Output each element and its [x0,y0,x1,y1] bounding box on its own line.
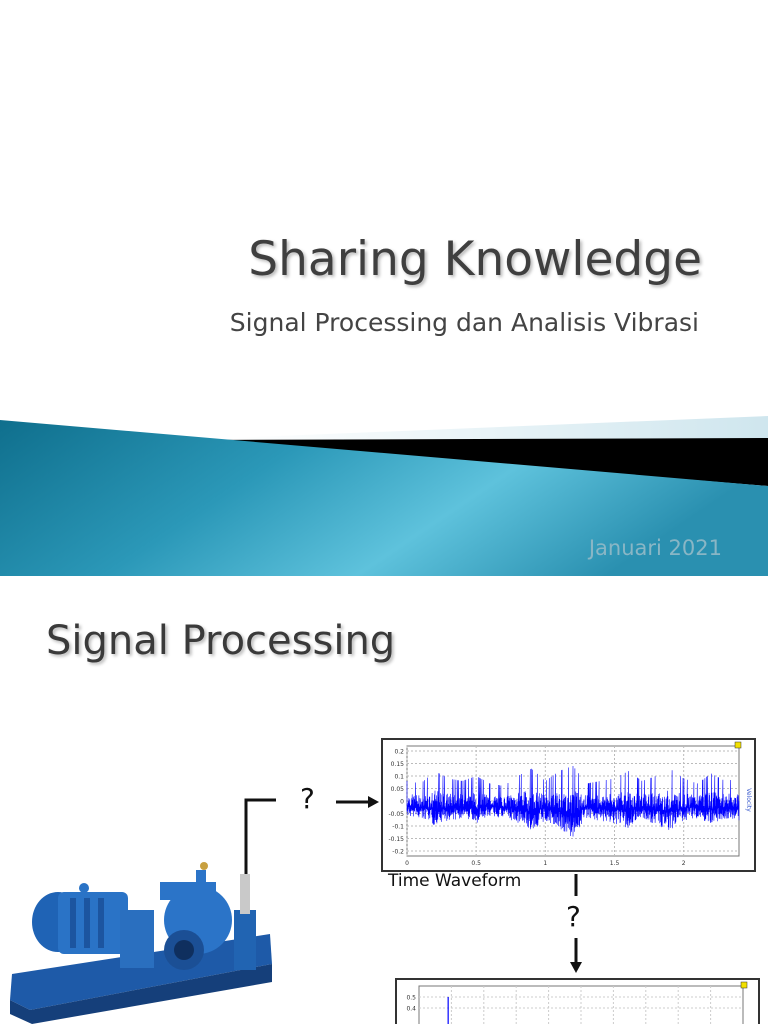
slide-date: Januari 2021 [588,536,722,560]
y-tick-label: -0.15 [388,836,404,843]
banner-light-strip [230,416,768,442]
y-tick-label: 0.15 [391,761,405,768]
x-tick-label: 1 [543,860,547,867]
spectrum-chart: 0.5 0.4 [395,978,760,1024]
question-mark-2: ? [566,900,581,933]
x-tick-label: 2 [682,860,686,867]
waveform-series-line [406,765,740,837]
y-tick-label: 0 [400,799,404,806]
x-tick-label: 1.5 [610,860,620,867]
y-tick-label: -0.05 [388,811,404,818]
slide2-title: Signal Processing [46,618,396,664]
banner-main [0,420,768,576]
dashed-connector-top [574,874,578,896]
y-tick-label: 0.2 [394,749,404,756]
y-tick-label: 0.05 [391,786,405,793]
title-slide: Sharing Knowledge Signal Processing dan … [0,232,768,576]
chart-corner-marker [734,741,742,749]
y-tick-label: -0.1 [392,824,404,831]
pump-icon [10,862,272,1024]
right-axis-label: Velocity [745,788,752,812]
time-waveform-caption: Time Waveform [388,871,522,891]
slide-subtitle: Signal Processing dan Analisis Vibrasi [229,308,699,337]
y-tick-label: 0.1 [394,774,404,781]
y-tick-label: 0.5 [406,995,416,1002]
down-arrow-icon [570,938,582,973]
plot-area [418,985,744,1024]
right-arrow-icon [336,796,379,808]
question-mark-1: ? [300,782,315,815]
x-tick-label: 0 [405,860,409,867]
decorative-banner [0,416,768,576]
x-tick-label: 0.5 [471,860,481,867]
spectrum-plot: 0.5 0.4 [406,981,748,1024]
y-tick-label: 0.4 [406,1006,416,1013]
slide-title: Sharing Knowledge [248,232,702,287]
chart-corner-marker [740,981,748,989]
y-tick-label: -0.2 [392,849,404,856]
